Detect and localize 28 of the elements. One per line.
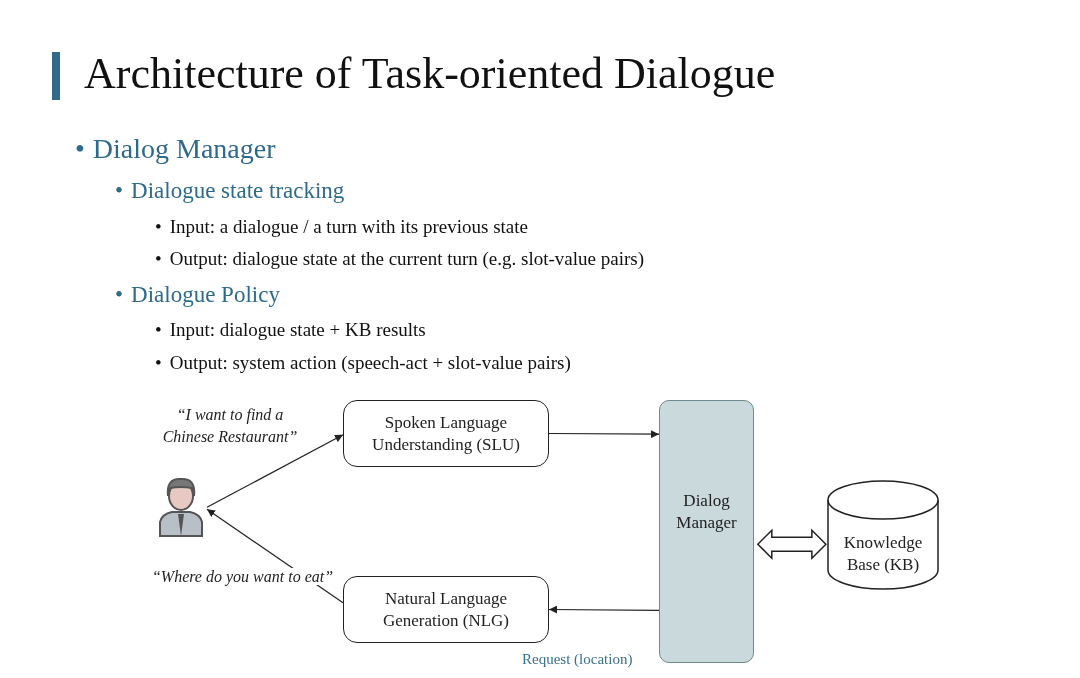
database-cylinder: [827, 480, 939, 590]
bullet-text: Dialogue Policy: [131, 280, 280, 309]
arrow: [548, 430, 660, 439]
bullet-text: Output: dialogue state at the current turn (e.g. slot-value pairs): [169, 247, 644, 271]
process-box: [343, 576, 549, 643]
bullet-mark: •: [115, 177, 124, 205]
double-block-arrow: [756, 528, 827, 561]
arrow: [206, 434, 344, 508]
bullet-text: Input: a dialogue / a turn with its previous state: [169, 214, 528, 239]
bullet-text: Output: system action (speech-act + slot-value pairs): [169, 350, 571, 375]
bullet-mark: •: [115, 280, 124, 309]
arrow: [548, 605, 660, 614]
bullet-text: Dialogue state tracking: [131, 177, 345, 205]
node-label: Dialog Manager: [675, 489, 738, 534]
process-box: [343, 400, 549, 467]
node-label: Knowledge Base (KB): [842, 532, 924, 576]
bullet-mark: •: [75, 132, 85, 166]
bullet-mark: •: [155, 318, 162, 342]
bullet-text: Dialog Manager: [92, 132, 276, 166]
bullet-mark: •: [155, 214, 162, 239]
bullet-text: Input: dialogue state + KB results: [169, 318, 426, 342]
node-label: Spoken Language Understanding (SLU): [371, 411, 521, 456]
slide-title: Architecture of Task-oriented Dialogue: [84, 48, 776, 100]
annotation-text: Request (location): [522, 650, 633, 669]
bullet-mark: •: [155, 247, 162, 271]
node-label: Natural Language Generation (NLG): [382, 587, 510, 632]
bullet-mark: •: [155, 350, 162, 375]
manager-panel: [659, 400, 754, 663]
